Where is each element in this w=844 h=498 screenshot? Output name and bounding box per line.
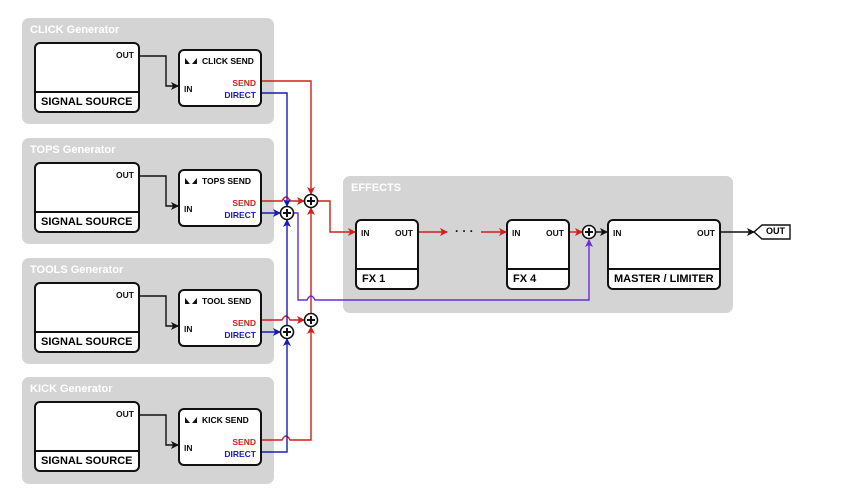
sum-junction-send-tools — [303, 312, 319, 328]
send-title-text: KICK SEND — [202, 415, 249, 425]
block-label: FX 4 — [508, 268, 568, 288]
tops-send-block[interactable]: TOPS SEND IN SEND DIRECT — [178, 169, 262, 227]
wire-direct-bus-to-master-sum — [294, 212, 593, 301]
wire-tops-send — [262, 196, 305, 205]
out-port: OUT — [116, 170, 134, 180]
send-title: TOOL SEND — [185, 296, 251, 306]
out-port: OUT — [116, 50, 134, 60]
in-port: IN — [184, 204, 193, 214]
in-port: IN — [184, 324, 193, 334]
wire-send-bus-to-fx1 — [318, 200, 356, 236]
signal-source-block[interactable]: OUT SIGNAL SOURCE — [34, 42, 140, 113]
sum-junction-direct-tools — [279, 324, 295, 340]
wire-tools-source-to-send — [140, 295, 179, 330]
group-title: TOPS Generator — [30, 144, 116, 156]
sum-junction-master — [581, 224, 597, 240]
wire-kick-source-to-send — [140, 414, 179, 449]
wire-click-send — [262, 80, 315, 195]
out-port: OUT — [116, 409, 134, 419]
signal-source-block[interactable]: OUT SIGNAL SOURCE — [34, 162, 140, 233]
block-label: SIGNAL SOURCE — [36, 450, 138, 470]
direct-port: DIRECT — [224, 330, 256, 340]
group-title: EFFECTS — [351, 182, 402, 194]
send-title-text: CLICK SEND — [202, 56, 254, 66]
fader-icon — [185, 298, 198, 304]
direct-port: DIRECT — [224, 449, 256, 459]
wire-kick-direct — [262, 338, 291, 453]
kick-send-block[interactable]: KICK SEND IN SEND DIRECT — [178, 408, 262, 466]
fader-icon — [185, 178, 198, 184]
out-port: OUT — [697, 228, 715, 238]
direct-port: DIRECT — [224, 90, 256, 100]
send-title-text: TOPS SEND — [202, 176, 251, 186]
block-label: SIGNAL SOURCE — [36, 211, 138, 231]
signal-source-block[interactable]: OUT SIGNAL SOURCE — [34, 282, 140, 353]
block-label: SIGNAL SOURCE — [36, 91, 138, 111]
wire-click-source-to-send — [140, 55, 179, 90]
in-port: IN — [613, 228, 622, 238]
out-port: OUT — [546, 228, 564, 238]
sum-junction-direct-tops — [279, 205, 295, 221]
group-title: CLICK Generator — [30, 24, 120, 36]
fader-icon — [185, 58, 198, 64]
block-label: MASTER / LIMITER — [609, 268, 719, 288]
send-port: SEND — [232, 437, 256, 447]
sum-junction-send-tops — [303, 193, 319, 209]
group-title: TOOLS Generator — [30, 264, 124, 276]
out-port: OUT — [395, 228, 413, 238]
output-tag-shape — [752, 224, 791, 240]
wire-click-direct — [262, 92, 291, 207]
send-port: SEND — [232, 198, 256, 208]
send-port: SEND — [232, 318, 256, 328]
out-port: OUT — [116, 290, 134, 300]
block-label: SIGNAL SOURCE — [36, 331, 138, 351]
master-limiter-block[interactable]: IN OUT MASTER / LIMITER — [607, 219, 721, 290]
click-send-block[interactable]: CLICK SEND IN SEND DIRECT — [178, 49, 262, 107]
ellipsis: · · · — [455, 224, 474, 238]
block-label: FX 1 — [357, 268, 417, 288]
send-title: CLICK SEND — [185, 56, 254, 66]
signal-source-block[interactable]: OUT SIGNAL SOURCE — [34, 401, 140, 472]
group-title: KICK Generator — [30, 383, 113, 395]
in-port: IN — [512, 228, 521, 238]
in-port: IN — [184, 84, 193, 94]
wire-tools-send — [262, 315, 305, 324]
send-title: TOPS SEND — [185, 176, 251, 186]
fader-icon — [185, 417, 198, 423]
fx4-block[interactable]: IN OUT FX 4 — [506, 219, 570, 290]
in-port: IN — [184, 443, 193, 453]
fx1-block[interactable]: IN OUT FX 1 — [355, 219, 419, 290]
in-port: IN — [361, 228, 370, 238]
tool-send-block[interactable]: TOOL SEND IN SEND DIRECT — [178, 289, 262, 347]
output-tag: OUT — [766, 226, 785, 236]
send-title: KICK SEND — [185, 415, 249, 425]
send-title-text: TOOL SEND — [202, 296, 252, 306]
direct-port: DIRECT — [224, 210, 256, 220]
wire-tops-source-to-send — [140, 175, 179, 210]
send-port: SEND — [232, 78, 256, 88]
